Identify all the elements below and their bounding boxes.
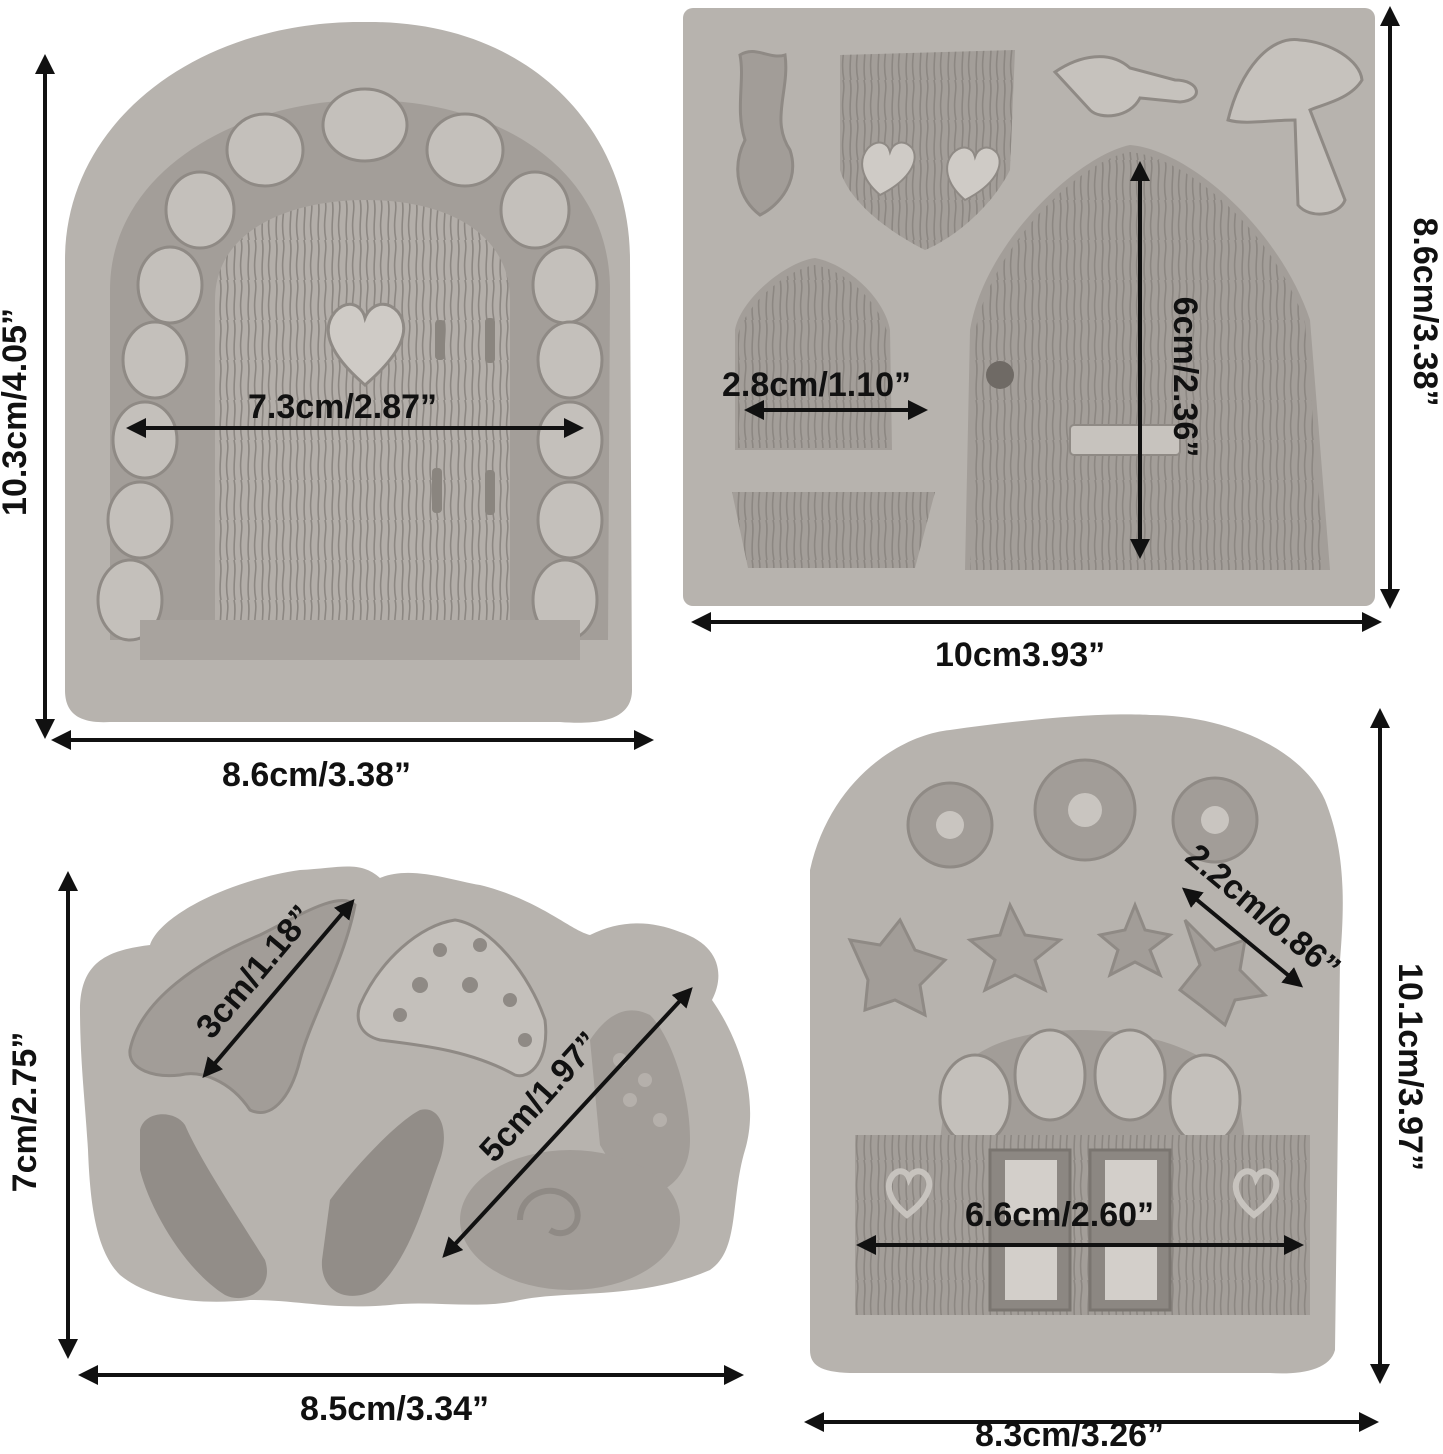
mold4-window-width-label: 6.6cm/2.60”: [965, 1196, 1155, 1234]
dimension-arrows: [35, 6, 1400, 1432]
mold4-width-label: 8.3cm/3.26”: [975, 1416, 1165, 1454]
doors-mushrooms-mold: [683, 8, 1375, 606]
mold2-height-label: 8.6cm/3.38”: [1406, 217, 1443, 407]
mold1-inner-width-label: 7.3cm/2.87”: [248, 388, 438, 426]
mold1-width-label: 8.6cm/3.38”: [222, 756, 412, 794]
mushrooms-snail-mold: [80, 866, 751, 1307]
mold2-window-width-label: 2.8cm/1.10”: [722, 366, 912, 404]
arch-stones: [96, 87, 604, 642]
flower-cavities: [906, 758, 1259, 869]
window-flowers-mold: [810, 714, 1343, 1374]
mold2-width-label: 10cm3.93”: [935, 636, 1106, 674]
heart-cavity: [326, 302, 406, 387]
mold1-height-label: 10.3cm/4.05”: [0, 308, 34, 516]
mold3-width-label: 8.5cm/3.34”: [300, 1390, 490, 1428]
arched-door-mold: [65, 21, 632, 723]
mold2-door-height-label: 6cm/2.36”: [1166, 296, 1204, 458]
mold4-height-label: 10.1cm/3.97”: [1391, 963, 1429, 1171]
mold3-height-label: 7cm/2.75”: [6, 1031, 44, 1193]
